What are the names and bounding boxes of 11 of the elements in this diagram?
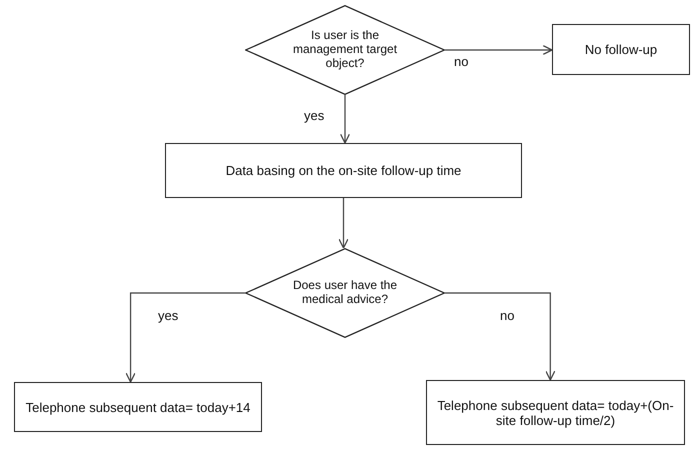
process-box: Telephone subsequent data= today+(On-site follow-up time/2) (426, 380, 685, 445)
arrow (445, 44, 553, 56)
process-box: Telephone subsequent data= today+14 (14, 382, 262, 432)
process-box: Data basing on the on-site follow-up time (165, 143, 522, 198)
process-box: No follow-up (552, 24, 690, 75)
decision-text: Is user is the management target object? (292, 29, 398, 71)
arrow (340, 95, 350, 144)
arrow (125, 292, 245, 383)
arrow (338, 198, 349, 249)
decision-text: Does user have the medical advice? (292, 279, 398, 307)
arrow (445, 292, 556, 381)
